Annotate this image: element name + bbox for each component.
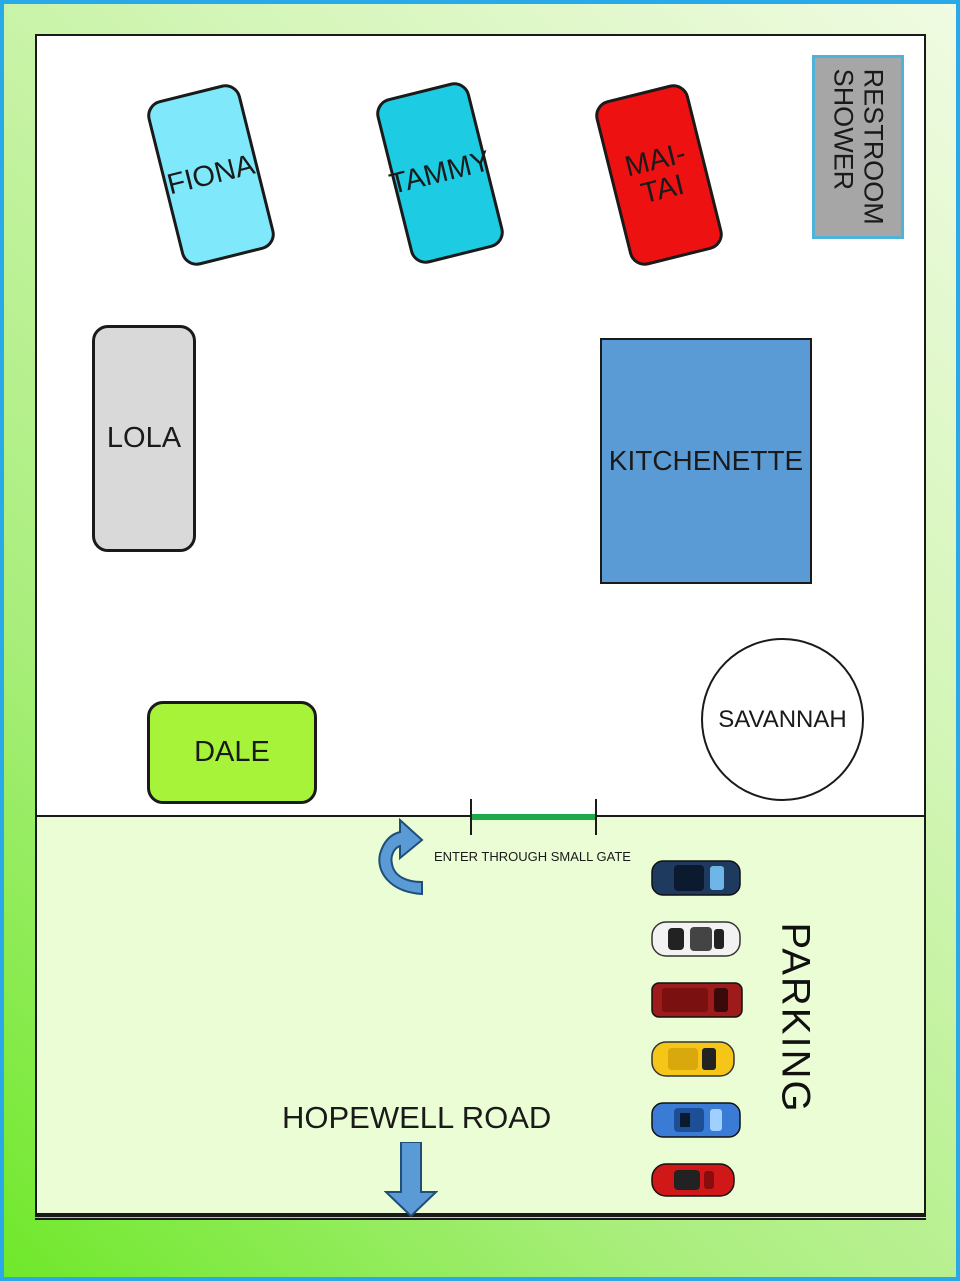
tent-fiona-label: FIONA [164,148,258,202]
road-edge-line-2 [35,1218,926,1220]
road-label: HOPEWELL ROAD [282,1100,552,1135]
car-white-icon [650,920,744,958]
tent-lola[interactable]: LOLA [92,325,196,552]
curved-arrow-icon [378,817,424,896]
parking-label: PARKING [773,922,818,1114]
tent-maitai-label: MAI- TAI [621,137,689,211]
road-edge-line [35,1213,926,1215]
restroom-shower[interactable]: RESTROOM SHOWER [812,55,904,239]
tent-savannah[interactable]: SAVANNAH [701,638,864,801]
gate-label: ENTER THROUGH SMALL GATE [434,849,631,864]
parking-area [35,815,926,1215]
car-maroon-icon [650,981,744,1019]
tent-dale-label: DALE [194,736,270,769]
restroom-label: RESTROOM SHOWER [829,68,889,226]
tent-dale[interactable]: DALE [147,701,317,804]
car-blue-icon [650,1101,744,1139]
tent-tammy-label: TAMMY [386,144,494,201]
gate-post-left [470,799,472,835]
tent-lola-label: LOLA [106,422,182,455]
kitchenette[interactable]: KITCHENETTE [600,338,812,584]
kitchenette-label: KITCHENETTE [608,445,804,476]
car-navy-icon [650,859,744,897]
gate-post-right [595,799,597,835]
down-arrow-icon [384,1142,438,1218]
tent-savannah-label: SAVANNAH [718,705,847,733]
small-gate [471,814,596,820]
car-red-icon [650,1161,744,1199]
car-yellow-icon [650,1040,744,1078]
